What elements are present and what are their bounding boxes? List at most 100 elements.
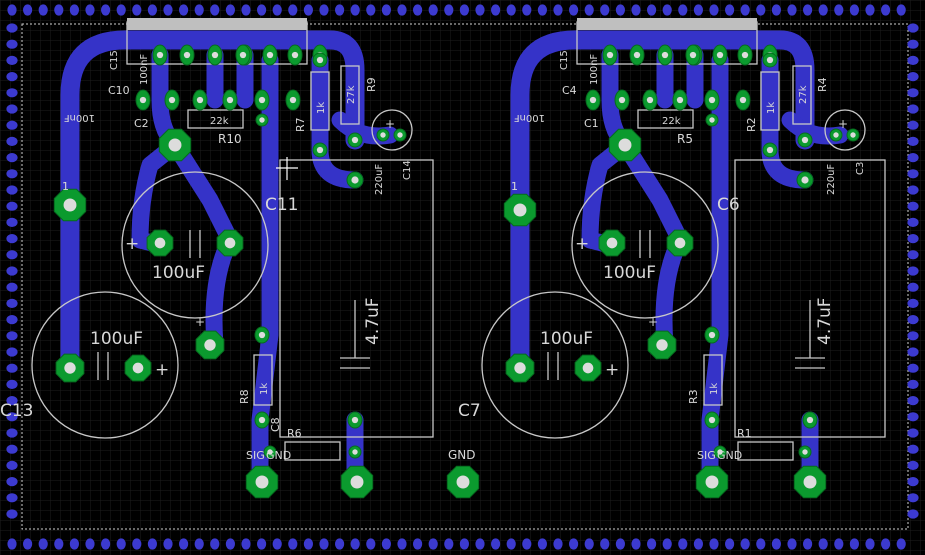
via-dot: [709, 538, 719, 550]
pad: [135, 89, 151, 111]
pad: [347, 132, 363, 148]
value-label: 100uF: [90, 329, 143, 349]
via-dot: [907, 444, 919, 454]
pad: [376, 128, 390, 142]
pad: [797, 132, 813, 148]
polarity-label: +: [125, 234, 139, 254]
value-label: 22k: [210, 116, 229, 127]
value-label: 220uF: [826, 164, 837, 195]
pad: [55, 353, 85, 383]
value-label: 100uF: [603, 263, 656, 283]
via-dot: [210, 538, 220, 550]
via-dot: [584, 538, 594, 550]
via-dot: [907, 363, 919, 373]
via-dot: [647, 538, 657, 550]
value-label: 100nF: [64, 112, 95, 123]
via-dot: [907, 185, 919, 195]
resistor-outline: [737, 441, 794, 461]
via-dot: [272, 4, 282, 16]
pad: [762, 142, 778, 158]
via-dot: [818, 4, 828, 16]
resistor-outline: [792, 65, 812, 125]
ref-label: C13: [0, 401, 34, 421]
pad: [446, 465, 480, 499]
via-dot: [569, 4, 579, 16]
ref-label: C10: [108, 84, 130, 97]
via-dot: [428, 538, 438, 550]
via-dot: [288, 538, 298, 550]
resistor-outline: [253, 354, 273, 406]
via-dot: [740, 4, 750, 16]
via-dot: [600, 4, 610, 16]
via-dot: [194, 4, 204, 16]
pad: [222, 89, 238, 111]
via-dot: [6, 266, 18, 276]
ref-label: R3: [687, 389, 700, 404]
trace: [60, 30, 365, 215]
via-dot: [257, 4, 267, 16]
via-dot: [397, 538, 407, 550]
trace: [701, 51, 729, 489]
pad: [629, 44, 645, 66]
value-label: 1k: [316, 102, 327, 114]
ref-label: C15: [559, 50, 570, 70]
via-dot: [179, 4, 189, 16]
via-dot: [907, 88, 919, 98]
via-dot: [6, 493, 18, 503]
value-label: 100nF: [139, 54, 150, 85]
pad: [846, 128, 860, 142]
capacitor-outline: [31, 291, 179, 439]
pad: [713, 445, 727, 459]
resistor-outline: [703, 354, 723, 406]
via-dot: [6, 104, 18, 114]
via-dot: [350, 538, 360, 550]
via-dot: [6, 153, 18, 163]
via-dot: [319, 538, 329, 550]
via-dot: [381, 4, 391, 16]
via-dot: [413, 4, 423, 16]
pad: [393, 128, 407, 142]
via-dot: [6, 315, 18, 325]
pad: [672, 89, 688, 111]
via-dot: [6, 396, 18, 406]
via-dot: [381, 538, 391, 550]
via-dot: [116, 4, 126, 16]
via-dot: [907, 282, 919, 292]
via-dot: [335, 538, 345, 550]
via-dot: [38, 4, 48, 16]
via-dot: [771, 538, 782, 550]
via-dot: [6, 331, 18, 341]
pad: [657, 44, 673, 66]
via-dot: [444, 538, 454, 550]
via-dot: [553, 4, 563, 16]
connector-label: GND: [717, 449, 742, 462]
via-dot: [257, 538, 267, 550]
ref-label: C1: [584, 117, 599, 130]
via-dot: [444, 4, 454, 16]
ref-label: C15: [109, 50, 120, 70]
resistor-outline: [187, 109, 244, 129]
ic-heatsink: [127, 18, 307, 30]
via-dot: [272, 538, 282, 550]
pad: [346, 171, 364, 189]
via-dot: [709, 4, 719, 16]
pad: [287, 44, 303, 66]
via-dot: [537, 4, 548, 16]
pad: [207, 44, 223, 66]
via-dot: [303, 538, 313, 550]
via-dot: [907, 39, 919, 49]
via-dot: [907, 104, 919, 114]
via-dot: [600, 538, 610, 550]
value-label: 1k: [766, 102, 777, 114]
polarity-label: +: [195, 315, 205, 329]
via-dot: [225, 4, 235, 16]
ref-label: R10: [218, 132, 242, 146]
silkscreen-left: [31, 18, 434, 461]
via-dot: [740, 538, 750, 550]
via-dot: [756, 4, 766, 16]
via-dot: [366, 538, 376, 550]
value-label: 220uF: [374, 164, 385, 195]
via-dot: [803, 538, 813, 550]
pad: [262, 44, 278, 66]
